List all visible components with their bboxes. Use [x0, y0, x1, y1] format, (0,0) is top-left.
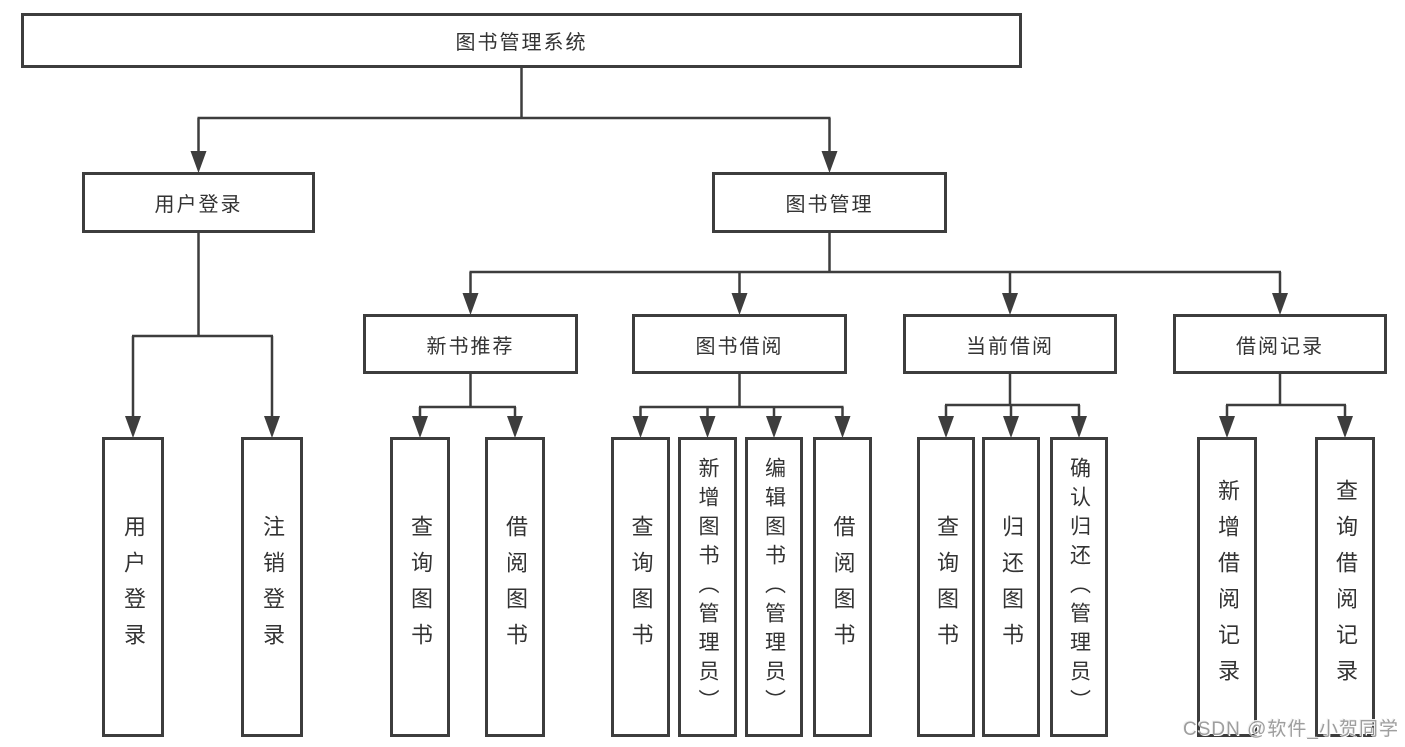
- node-leaf-borrow-book-1: 借阅图书: [485, 437, 545, 737]
- node-leaf-add-record: 新增借阅记录: [1197, 437, 1257, 737]
- node-leaf-confirm-return: 确认归还（管理员）: [1050, 437, 1108, 737]
- node-leaf-query-book-2: 查询图书: [611, 437, 670, 737]
- node-leaf-user-login: 用户登录: [102, 437, 164, 737]
- node-leaf-edit-book: 编辑图书（管理员）: [745, 437, 803, 737]
- node-current-borrow: 当前借阅: [903, 314, 1117, 374]
- node-leaf-query-book-3: 查询图书: [917, 437, 975, 737]
- node-book-mgmt: 图书管理: [712, 172, 947, 233]
- node-borrow-records: 借阅记录: [1173, 314, 1387, 374]
- watermark: CSDN @软件_小贺同学: [1183, 719, 1399, 740]
- node-leaf-borrow-book-2: 借阅图书: [813, 437, 872, 737]
- node-root: 图书管理系统: [21, 13, 1022, 68]
- node-new-book-rec: 新书推荐: [363, 314, 578, 374]
- node-leaf-query-book-1: 查询图书: [390, 437, 450, 737]
- node-leaf-logout: 注销登录: [241, 437, 303, 737]
- node-leaf-query-record: 查询借阅记录: [1315, 437, 1375, 737]
- node-leaf-add-book: 新增图书（管理员）: [678, 437, 737, 737]
- node-book-borrow: 图书借阅: [632, 314, 847, 374]
- node-user-login: 用户登录: [82, 172, 315, 233]
- node-leaf-return-book: 归还图书: [982, 437, 1040, 737]
